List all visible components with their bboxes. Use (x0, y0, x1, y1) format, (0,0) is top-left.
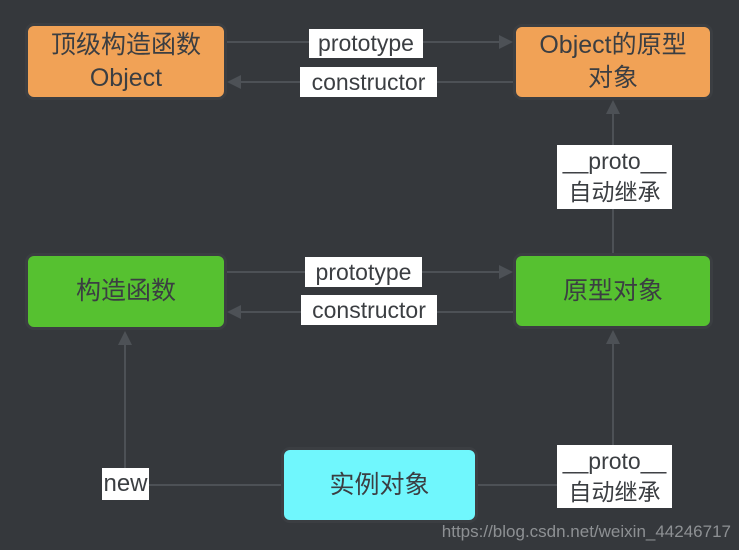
box-prototype: 原型对象 (513, 253, 713, 329)
edge-label-constructor-top: constructor (300, 67, 437, 97)
box-label-line: 顶级构造函数 (50, 30, 201, 59)
arrowhead-right-icon (499, 35, 513, 49)
box-label-line: 原型对象 (562, 276, 663, 305)
edge-instance-proto-line (478, 484, 558, 486)
arrowhead-up-icon (606, 330, 620, 344)
box-label-line: Object的原型 (539, 31, 687, 59)
box-object-constructor: 顶级构造函数 Object (25, 23, 227, 100)
edge-label-text: prototype (318, 30, 414, 57)
edge-label-line: 自动继承 (568, 179, 661, 205)
box-label-line: 对象 (587, 64, 638, 92)
box-label-line: 实例对象 (329, 470, 430, 499)
box-label-line: 构造函数 (75, 277, 176, 305)
edge-label-text: constructor (311, 68, 426, 95)
edge-label-line: __proto__ (562, 447, 667, 474)
edge-label-proto-inherit-lower: __proto__ 自动继承 (557, 445, 672, 508)
arrowhead-up-icon (118, 331, 132, 345)
arrowhead-left-icon (227, 75, 241, 89)
arrowhead-up-icon (606, 100, 620, 114)
box-label-line: Object (89, 63, 163, 92)
box-instance: 实例对象 (281, 447, 478, 523)
box-constructor: 构造函数 (25, 253, 227, 330)
arrowhead-right-icon (499, 265, 513, 279)
edge-label-prototype-top: prototype (309, 29, 423, 58)
edge-label-text: new (103, 470, 148, 498)
edge-new-line (124, 343, 126, 469)
edge-label-text: constructor (312, 296, 426, 323)
edge-label-line: 自动继承 (568, 478, 661, 505)
edge-proto-lower-line (612, 342, 614, 446)
edge-label-new: new (102, 468, 149, 500)
edge-label-text: prototype (315, 258, 412, 285)
arrowhead-left-icon (227, 305, 241, 319)
edge-label-constructor-mid: constructor (301, 295, 437, 325)
box-object-prototype: Object的原型 对象 (513, 24, 713, 100)
watermark-url: https://blog.csdn.net/weixin_44246717 (441, 522, 731, 541)
edge-instance-new-line (149, 484, 281, 486)
edge-label-prototype-mid: prototype (305, 257, 422, 287)
edge-label-proto-inherit-upper: __proto__ 自动继承 (557, 145, 672, 209)
edge-label-line: __proto__ (562, 148, 667, 175)
